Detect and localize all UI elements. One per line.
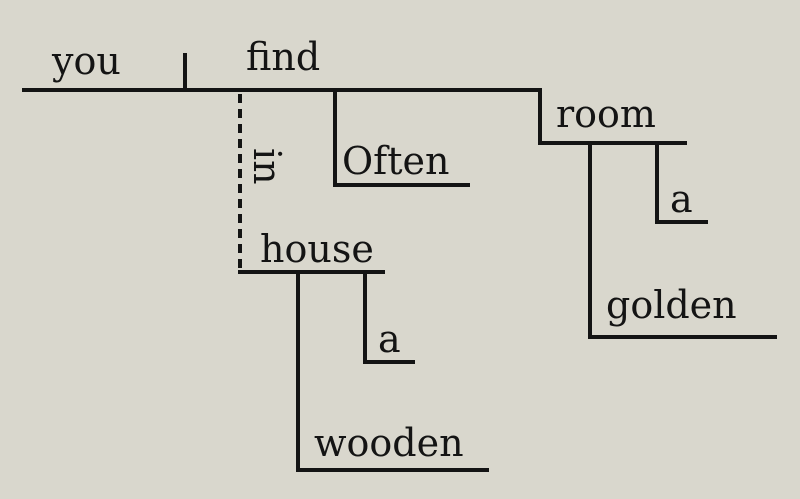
object-line (538, 88, 687, 145)
room-modifier-a-line (655, 141, 708, 224)
adverb-line (333, 88, 470, 187)
house-modifier-a: a (378, 317, 401, 361)
subject-word: you (51, 39, 121, 83)
house-modifier-wooden: wooden (314, 421, 464, 465)
object-word: room (556, 92, 656, 136)
room-modifier-golden-line (588, 141, 777, 339)
room-modifier-golden: golden (606, 283, 737, 327)
adverb-word: Often (342, 139, 449, 183)
house-modifier-a-line (363, 270, 415, 364)
prep-object-word: house (260, 227, 374, 271)
verb-word: find (246, 35, 320, 79)
room-modifier-a: a (670, 177, 693, 221)
preposition-word: in (245, 148, 289, 185)
house-modifier-wooden-line (296, 270, 489, 472)
